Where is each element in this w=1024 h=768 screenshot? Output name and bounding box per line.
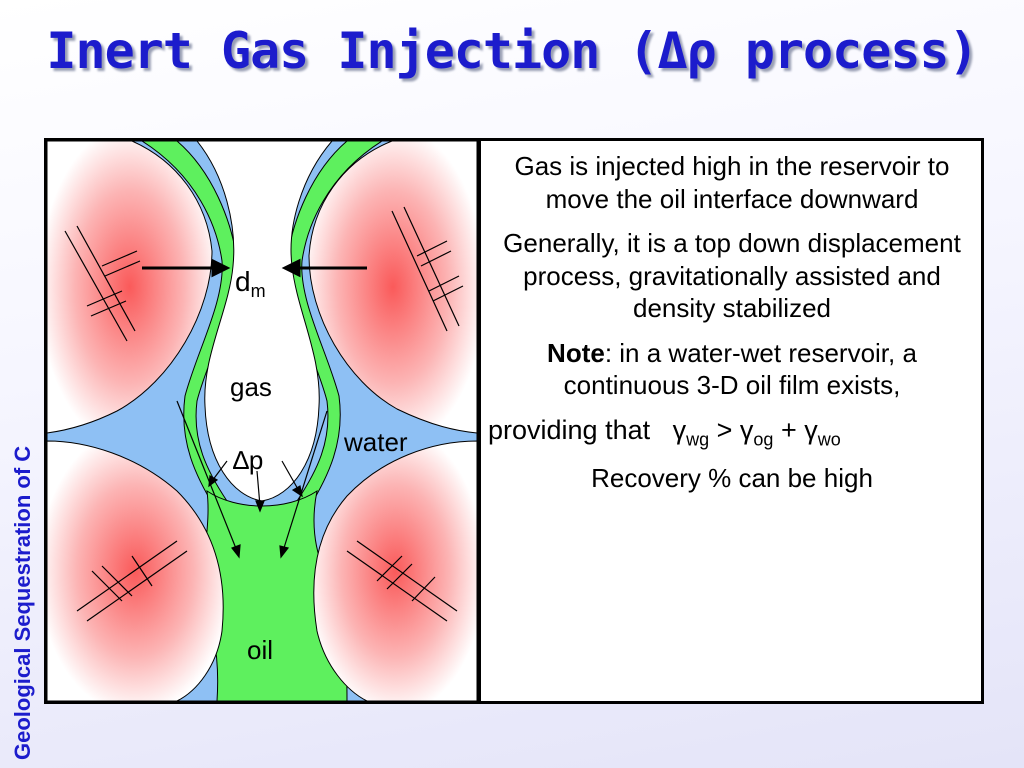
providing-text: providing that: [488, 414, 651, 445]
note-text: : in a water-wet reservoir, a continuous…: [563, 337, 917, 401]
grain-top-left: [47, 141, 213, 434]
grain-bottom-right: [313, 440, 477, 701]
pore-diagram: dm gas water ∆p oil: [47, 141, 477, 701]
dm-arrows: [142, 258, 367, 278]
sidebar-label: Geological Sequestration of C: [10, 445, 35, 760]
paragraph-recovery: Recovery % can be high: [591, 463, 873, 494]
panel-divider: [477, 141, 481, 701]
grain-top-right: [308, 141, 477, 434]
paragraph-gas-injected: Gas is injected high in the reservoir to…: [514, 151, 950, 214]
gamma-wg: γwg: [672, 414, 710, 449]
label-gas: gas: [230, 372, 272, 402]
label-dm: dm: [235, 266, 266, 301]
paragraph-top-down: Generally, it is a top down displacement…: [503, 228, 961, 323]
label-dp: ∆p: [233, 445, 263, 475]
slide-title: Inert Gas Injection (Δρ process): [46, 22, 978, 80]
paragraph-note: Note: in a water-wet reservoir, a contin…: [484, 337, 980, 402]
label-oil: oil: [247, 635, 273, 665]
equation-line: providing that γwg > γog + γwo: [488, 414, 841, 449]
gamma-wo: γwo: [804, 414, 841, 449]
label-water: water: [343, 427, 408, 457]
note-label: Note: [547, 337, 605, 368]
grain-hatches: [64, 206, 464, 622]
text-panel: Gas is injected high in the reservoir to…: [484, 150, 980, 700]
gamma-og: γog: [739, 414, 774, 449]
sidebar-vertical-text: Geological Sequestration of C: [8, 350, 42, 760]
dp-arrows: [176, 400, 328, 559]
